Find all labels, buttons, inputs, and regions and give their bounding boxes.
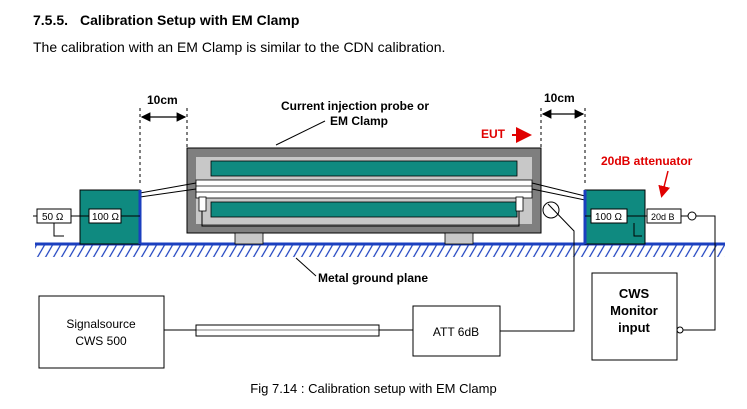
test-cable [139, 182, 586, 227]
dimension-right: 10cm [540, 91, 586, 186]
cws-monitor-box: CWS Monitor input [591, 272, 678, 361]
resistor-100-left-label: 100 Ω [92, 212, 119, 223]
probe-label-line1: Current injection probe or [281, 99, 429, 113]
ground-pointer-line [295, 257, 317, 277]
intro-paragraph: The calibration with an EM Clamp is simi… [33, 39, 446, 55]
dimension-left: 10cm [139, 93, 188, 186]
right-coupling-unit: 100 Ω 20d B [583, 189, 697, 245]
att-label: ATT 6dB [433, 325, 479, 339]
resistor-50-label: 50 Ω [42, 212, 64, 223]
resistor-100-right-label: 100 Ω [595, 212, 622, 223]
signal-source-box: Signalsource CWS 500 [38, 295, 165, 369]
probe-label-line2: EM Clamp [330, 114, 388, 128]
monitor-line2: Monitor [610, 303, 658, 318]
em-clamp-probe [186, 147, 542, 245]
figure-caption: Fig 7.14 : Calibration setup with EM Cla… [250, 381, 497, 396]
attenuator-label: 20dB attenuator [601, 154, 693, 168]
monitor-line3: input [618, 320, 650, 335]
dimension-right-label: 10cm [544, 91, 575, 105]
signal-source-line1: Signalsource [66, 317, 136, 331]
section-number: 7.5.5. [33, 12, 69, 28]
eut-label: EUT [481, 127, 506, 141]
section-title: Calibration Setup with EM Clamp [80, 12, 300, 28]
probe-pointer-line [275, 120, 326, 146]
coax-cable [164, 324, 413, 337]
left-coupling-unit: 50 Ω 100 Ω [33, 189, 142, 245]
section-heading: 7.5.5. Calibration Setup with EM Clamp [33, 12, 299, 28]
ground-plane [35, 242, 725, 257]
attenuator-arrow [658, 170, 671, 198]
resistor-20db-label: 20d B [651, 212, 675, 222]
monitor-line1: CWS [619, 286, 650, 301]
ground-plane-label: Metal ground plane [318, 271, 428, 285]
wiring [500, 201, 716, 334]
dimension-left-label: 10cm [147, 93, 178, 107]
att-6db-box: ATT 6dB [412, 305, 501, 357]
signal-source-line2: CWS 500 [75, 334, 127, 348]
